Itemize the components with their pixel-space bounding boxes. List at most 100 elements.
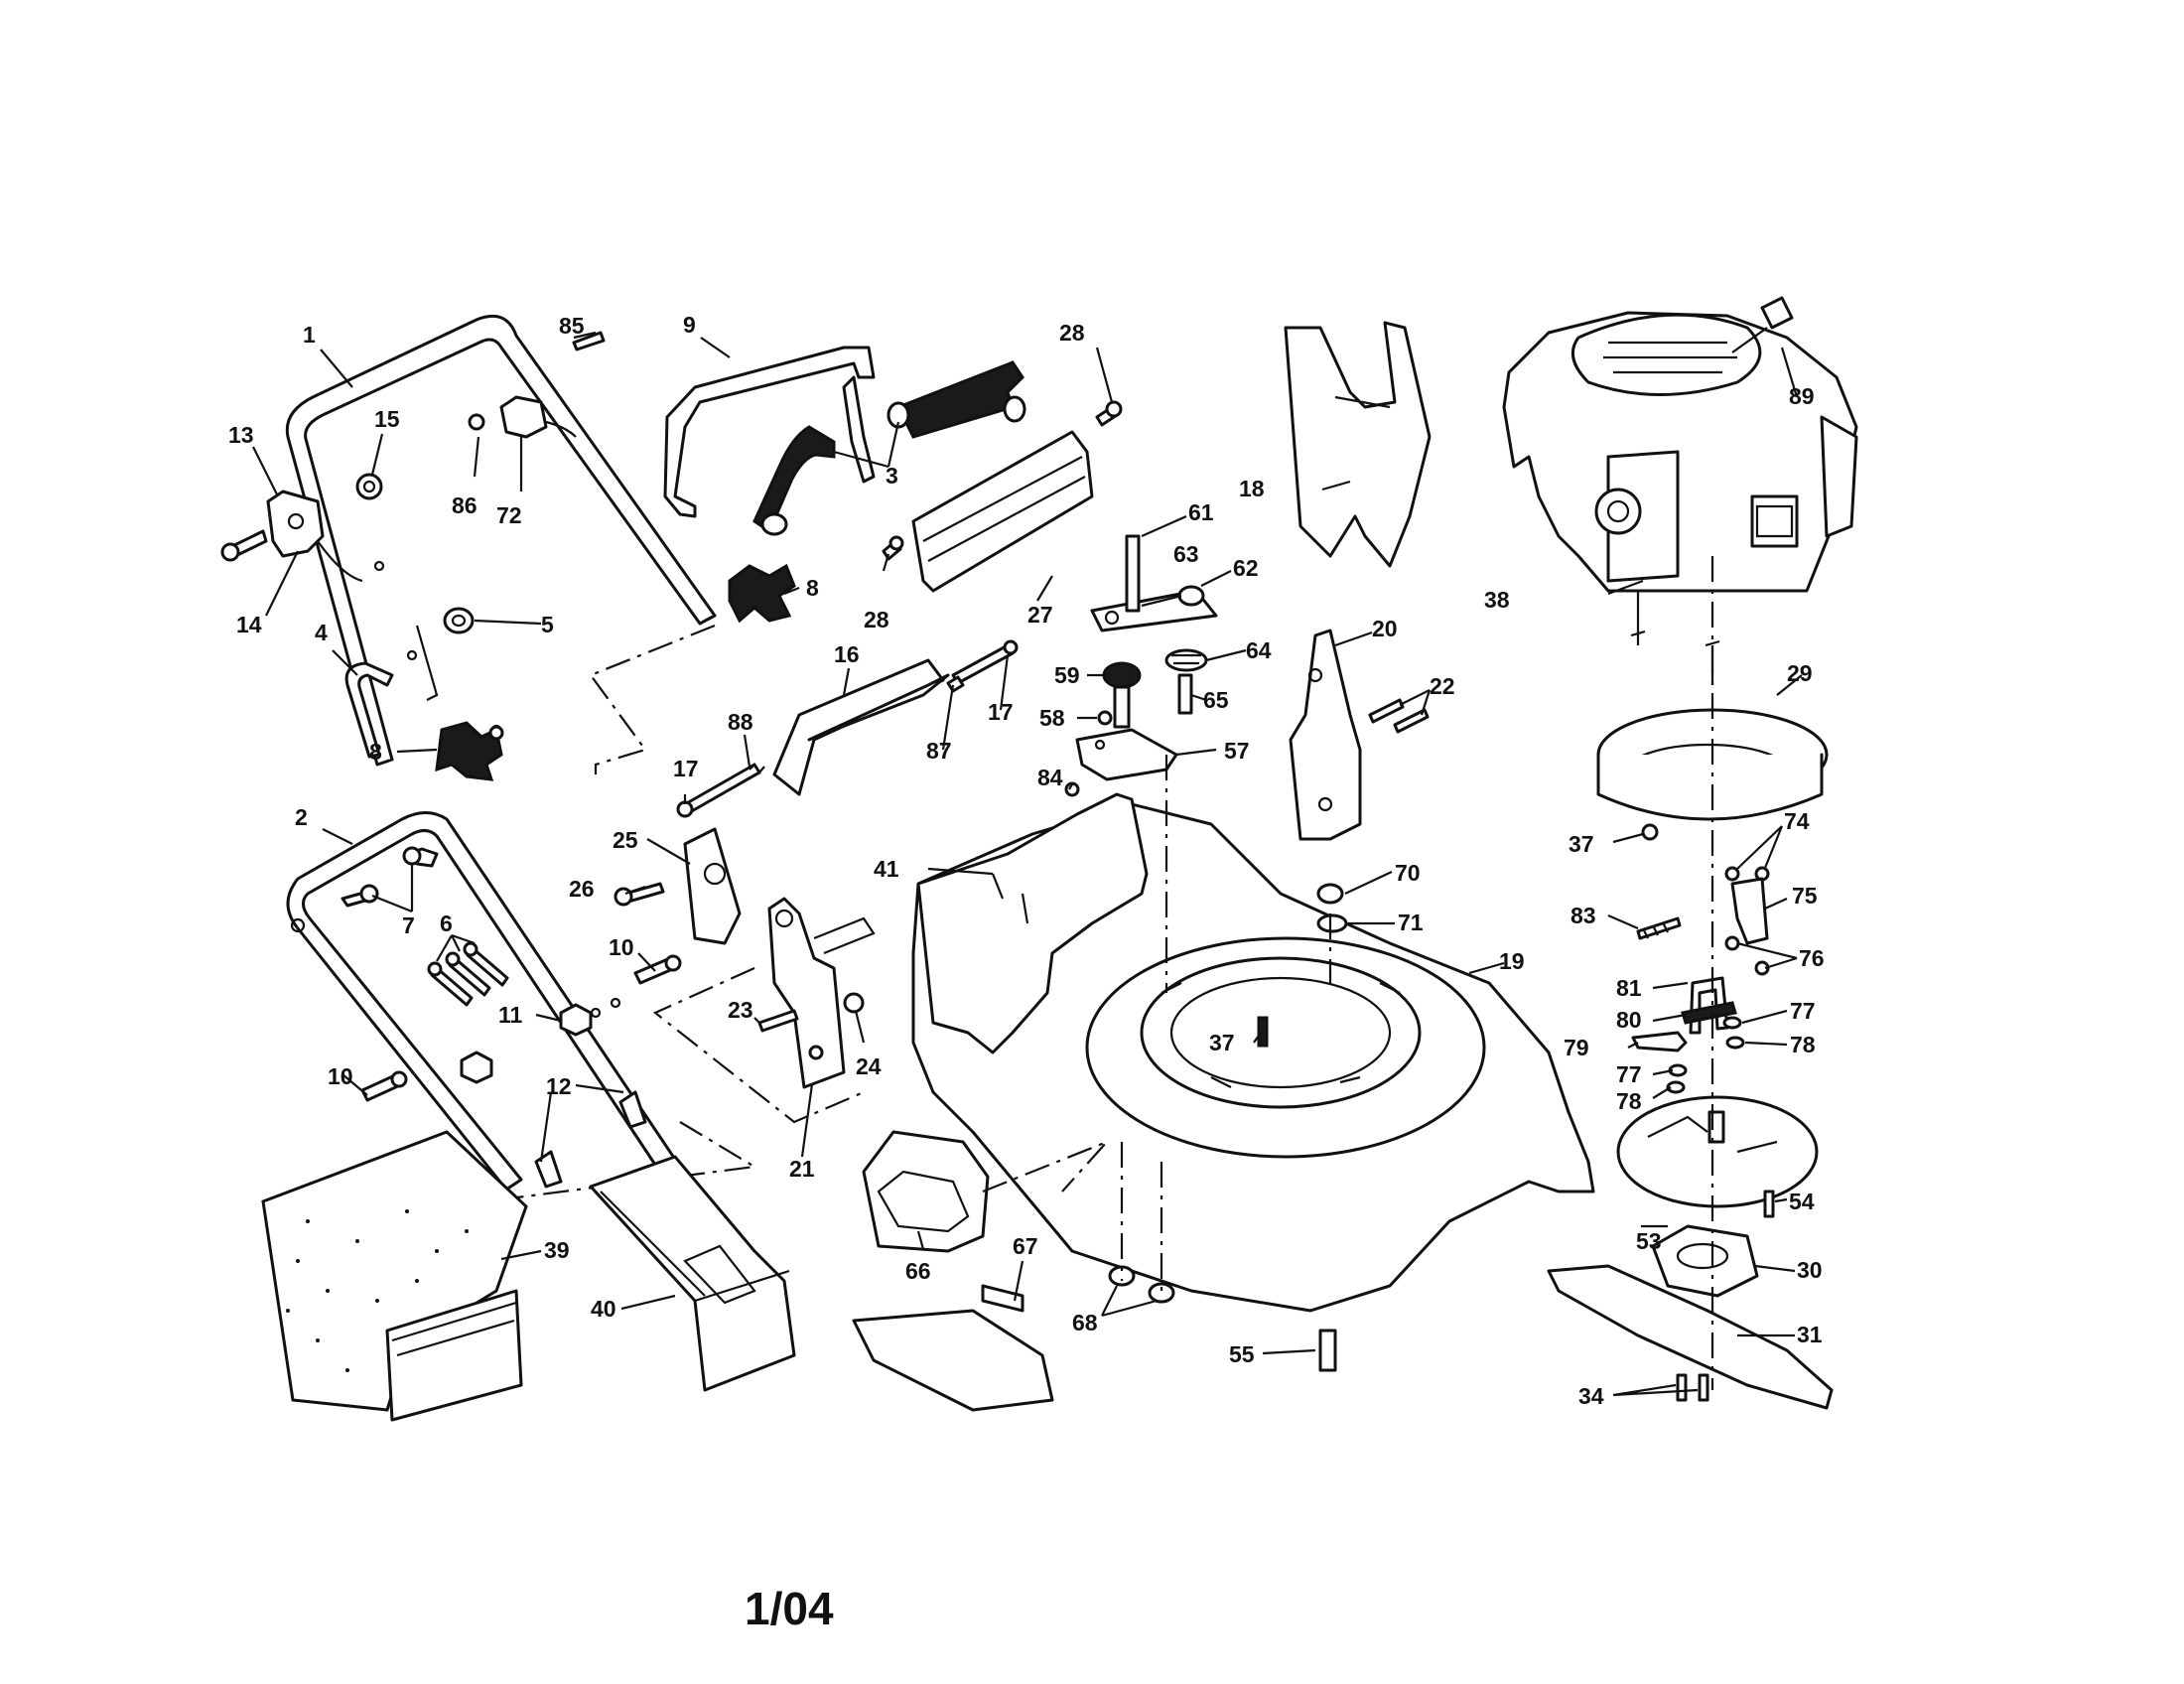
lower-handle [286, 811, 682, 1192]
pin-84 [1064, 781, 1080, 797]
callout-11: 11 [498, 1002, 523, 1028]
callout-2: 2 [295, 804, 308, 830]
spring-87 [946, 675, 965, 693]
screw-85 [572, 331, 606, 351]
callout-8-lower: 8 [369, 739, 382, 765]
callout-61: 61 [1188, 499, 1214, 525]
callout-4: 4 [315, 620, 328, 645]
bracket-20 [1289, 629, 1362, 841]
leader-lines [252, 331, 1803, 1397]
callout-85: 85 [559, 313, 585, 339]
bag-frame-40 [589, 1155, 796, 1392]
grips-3 [752, 360, 1026, 536]
blade-31 [1547, 1264, 1834, 1410]
callout-13: 13 [228, 422, 254, 448]
bail-81 [1689, 976, 1729, 1035]
callout-10-lower: 10 [328, 1063, 353, 1089]
callout-38: 38 [1484, 587, 1510, 613]
deck-housing-41 [916, 792, 1149, 1054]
callout-77-lower: 77 [1616, 1061, 1642, 1087]
control-bar-9 [663, 346, 876, 518]
callout-18: 18 [1239, 476, 1265, 501]
callout-81: 81 [1616, 975, 1642, 1001]
drive-bracket-57 [1075, 728, 1178, 781]
callout-28: 28 [1059, 320, 1085, 346]
callout-54: 54 [1789, 1189, 1815, 1214]
callout-27: 27 [1027, 602, 1053, 628]
callout-74: 74 [1784, 808, 1810, 834]
bearing-70 [1316, 883, 1344, 905]
washer-71 [1316, 913, 1348, 933]
callout-86: 86 [452, 492, 478, 518]
handle-assembly-line [589, 624, 716, 774]
callout-88: 88 [728, 709, 753, 735]
callout-66: 66 [905, 1258, 931, 1284]
callout-70: 70 [1395, 860, 1421, 886]
screw-86 [468, 413, 485, 431]
plate-outline [813, 916, 876, 955]
nut-24 [843, 992, 865, 1014]
callout-26: 26 [569, 876, 595, 902]
screw-28-a [1095, 400, 1123, 427]
callout-9: 9 [683, 312, 696, 338]
callout-8-upper: 8 [806, 575, 819, 601]
shaft-65 [1177, 673, 1193, 715]
callout-59: 59 [1054, 662, 1080, 688]
callout-80: 80 [1616, 1007, 1642, 1033]
callout-24: 24 [856, 1053, 882, 1079]
callout-77-upper: 77 [1790, 998, 1816, 1024]
callout-65: 65 [1203, 687, 1229, 713]
link-79 [1631, 1031, 1688, 1052]
callout-83: 83 [1570, 903, 1596, 928]
washer-5 [443, 607, 475, 634]
screw-54 [1763, 1190, 1775, 1218]
height-adjuster-21 [767, 897, 846, 1089]
callout-1: 1 [303, 322, 316, 348]
nut-62 [1177, 585, 1205, 607]
callout-67: 67 [1013, 1233, 1038, 1259]
bolt-14 [220, 529, 268, 562]
washer-15 [355, 473, 383, 500]
callout-55: 55 [1229, 1341, 1255, 1367]
air-filter-clip [1731, 296, 1794, 353]
knob-11-a [559, 1003, 593, 1037]
callout-12: 12 [546, 1073, 572, 1099]
callout-14: 14 [236, 612, 262, 637]
deck-assembly-line [1120, 755, 1332, 1291]
callout-34: 34 [1578, 1383, 1604, 1409]
grass-bag [261, 1130, 528, 1422]
bolt-10-upper [633, 954, 682, 985]
callout-25: 25 [613, 827, 638, 853]
brake-plate-53 [1616, 1095, 1819, 1208]
callout-72: 72 [496, 502, 522, 528]
callout-28-lower: 28 [864, 607, 889, 632]
bolt-23 [757, 1009, 799, 1033]
bracket-75 [1730, 877, 1769, 945]
callout-62: 62 [1233, 555, 1259, 581]
screws-22 [1368, 698, 1430, 734]
callout-68: 68 [1072, 1310, 1098, 1335]
callout-19: 19 [1499, 948, 1525, 974]
callout-20: 20 [1372, 616, 1398, 641]
callout-87: 87 [926, 738, 952, 764]
callout-84: 84 [1037, 765, 1063, 790]
callout-21: 21 [789, 1156, 815, 1182]
callout-30: 30 [1797, 1257, 1823, 1283]
pulley-59 [1102, 661, 1142, 729]
callout-76: 76 [1799, 945, 1825, 971]
bolt-55 [1318, 1329, 1337, 1372]
footer-code: 1/04 [745, 1583, 834, 1634]
callout-7: 7 [402, 912, 415, 938]
spring-88 [749, 763, 765, 774]
callout-79: 79 [1564, 1035, 1589, 1060]
callout-numbers: 1 85 9 28 18 89 13 15 86 72 3 38 14 8 28… [228, 312, 1825, 1409]
bolts-34 [1676, 1373, 1709, 1402]
callout-71: 71 [1398, 910, 1424, 935]
callout-3: 3 [886, 463, 898, 489]
bolts-6 [427, 941, 509, 1007]
blade-adapter-30 [1651, 1224, 1759, 1298]
callout-39: 39 [544, 1237, 570, 1263]
deflector-27 [911, 430, 1094, 593]
bolt-26 [614, 882, 665, 907]
